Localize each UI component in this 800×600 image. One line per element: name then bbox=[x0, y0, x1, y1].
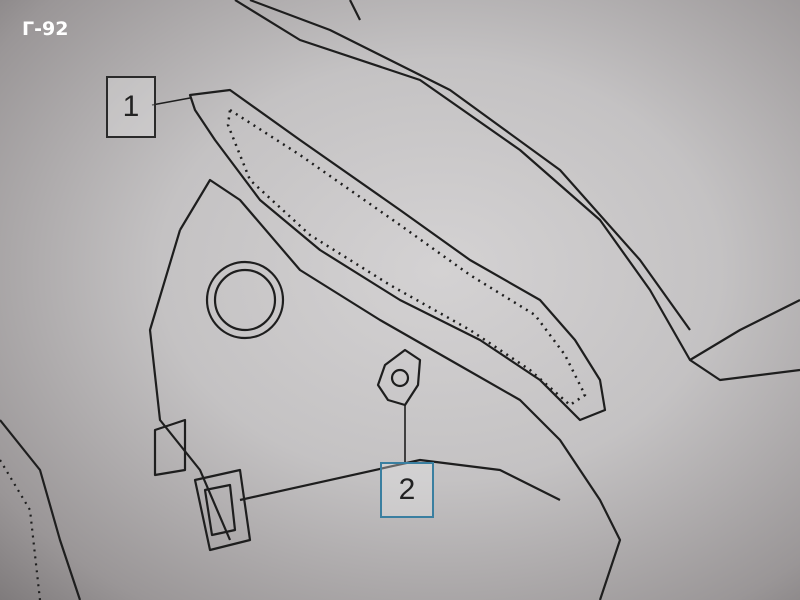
callout-1: 1 bbox=[106, 76, 156, 138]
seal-strip-part-1 bbox=[188, 88, 607, 422]
leader-lines bbox=[151, 97, 406, 462]
clip-part-2 bbox=[376, 348, 422, 407]
callout-2: 2 bbox=[380, 462, 434, 518]
callout-1-number: 1 bbox=[122, 90, 140, 123]
body-panel bbox=[0, 178, 622, 600]
callout-2-number: 2 bbox=[398, 473, 416, 506]
photo-label: Г-92 bbox=[22, 18, 69, 40]
hood-outline bbox=[234, 0, 800, 382]
